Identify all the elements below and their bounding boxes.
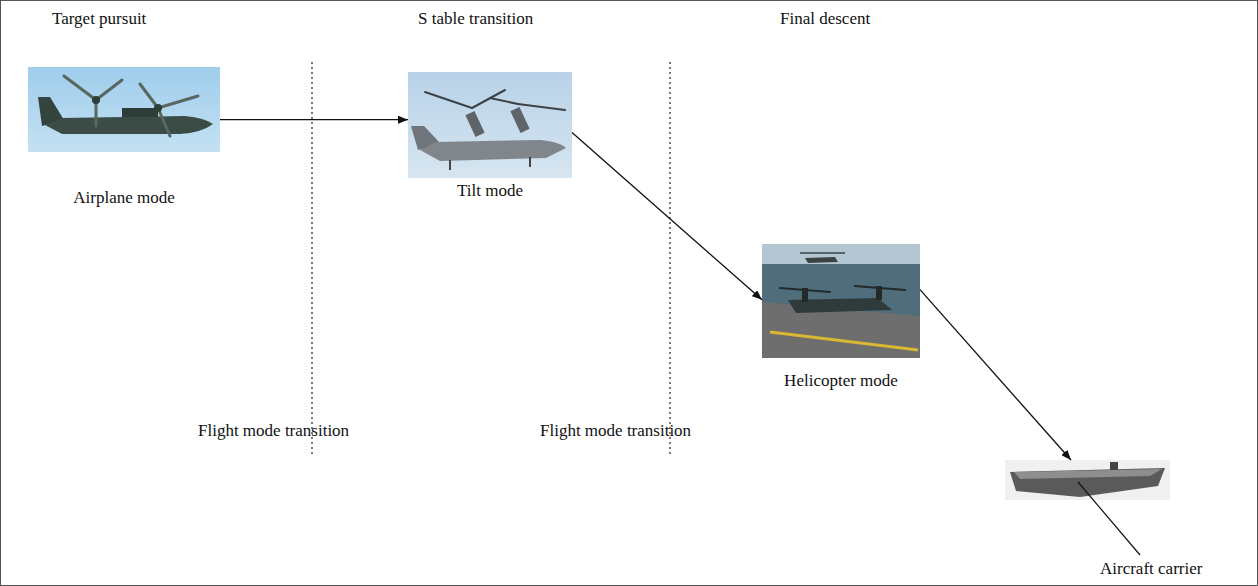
nacelle (876, 286, 882, 300)
island (1110, 462, 1118, 470)
blade (518, 104, 565, 110)
sky (28, 67, 220, 152)
phase-label: Flight mode transition (540, 421, 691, 441)
blade (64, 76, 96, 100)
blade (96, 80, 122, 100)
blade (800, 252, 845, 254)
flow-arrow (220, 119, 408, 120)
mode-caption: Airplane mode (73, 188, 175, 208)
phase-label: Flight mode transition (198, 421, 349, 441)
flow-arrow (920, 290, 1071, 460)
rotor (64, 76, 198, 136)
blade (158, 96, 198, 108)
mode-caption: Helicopter mode (784, 371, 898, 391)
flight-deck (1014, 469, 1162, 479)
blade (158, 108, 170, 136)
phase-label: Final descent (780, 9, 870, 29)
divider-line (311, 62, 312, 456)
fuselage (420, 140, 566, 161)
gear-leg (529, 157, 531, 167)
mode-node: Aircraft carrier (1005, 460, 1170, 500)
tilt-photo (408, 72, 572, 178)
deck-marking (770, 332, 918, 350)
sky (762, 244, 920, 264)
flow-arrow (572, 132, 762, 299)
dotted-divider (312, 62, 670, 456)
mode-node: Tilt mode (408, 72, 572, 178)
blade (490, 98, 518, 104)
hub (92, 96, 100, 104)
fuselage-small (805, 257, 838, 263)
gear-leg (449, 160, 451, 170)
sea (762, 244, 920, 358)
fuselage (45, 116, 213, 134)
airplane-photo (28, 67, 220, 152)
mode-caption: Aircraft carrier (1100, 559, 1202, 579)
blade (472, 90, 505, 108)
mode-caption: Tilt mode (457, 181, 523, 201)
leader-line (1078, 482, 1140, 555)
rotor (780, 286, 905, 292)
landing-gear (450, 157, 530, 170)
sky (408, 72, 572, 178)
blade (425, 92, 472, 108)
nacelle (510, 107, 529, 133)
mode-node: Airplane mode (28, 67, 220, 152)
rotor (425, 90, 565, 110)
phase-label: Target pursuit (52, 9, 146, 29)
nacelle (802, 288, 808, 302)
phase-label: S table transition (418, 9, 533, 29)
nacelle (465, 111, 484, 137)
mode-node: Helicopter mode (762, 244, 920, 358)
nacelle (122, 108, 158, 117)
hub (154, 104, 162, 112)
helicopter-photo (762, 244, 920, 358)
divider-line (669, 62, 670, 456)
blade (140, 84, 158, 108)
